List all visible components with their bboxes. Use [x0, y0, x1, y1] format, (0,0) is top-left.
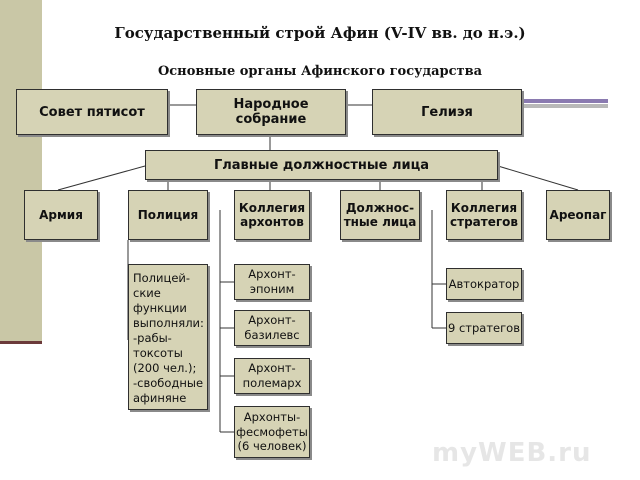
areopagus-box: Ареопаг [546, 190, 610, 240]
police-note-box: Полицей- ские функции выполняли: -рабы- … [128, 264, 208, 410]
officials-box: Главные должностные лица [145, 150, 498, 180]
archon-basileus-box: Архонт-базилевс [234, 310, 310, 346]
council-box: Совет пятисот [16, 89, 168, 135]
page-title: Государственный строй Афин (V-IV вв. до … [114, 24, 526, 42]
archon-polemarch-box: Архонт-полемарх [234, 358, 310, 394]
other-officials-box: Должнос-тные лица [340, 190, 420, 240]
side-decor-band [0, 0, 42, 342]
deco-bar-purple [522, 99, 608, 103]
page-subtitle: Основные органы Афинского государства [157, 64, 483, 79]
army-box: Армия [24, 190, 98, 240]
side-decor-line [0, 341, 42, 344]
assembly-box: Народное собрание [196, 89, 346, 135]
police-box: Полиция [128, 190, 208, 240]
strategoi-college-box: Коллегия стратегов [446, 190, 522, 240]
watermark-logo: myWEB.ru [432, 438, 592, 468]
deco-bar-gray [522, 104, 608, 108]
archons-thesmothetai-box: Архонты-фесмофеты (6 человек) [234, 406, 310, 458]
heliaea-box: Гелиэя [372, 89, 522, 135]
archon-eponym-box: Архонт-эпоним [234, 264, 310, 300]
nine-strategoi-box: 9 стратегов [446, 312, 522, 344]
autocrator-box: Автократор [446, 268, 522, 300]
archons-college-box: Коллегия архонтов [234, 190, 310, 240]
